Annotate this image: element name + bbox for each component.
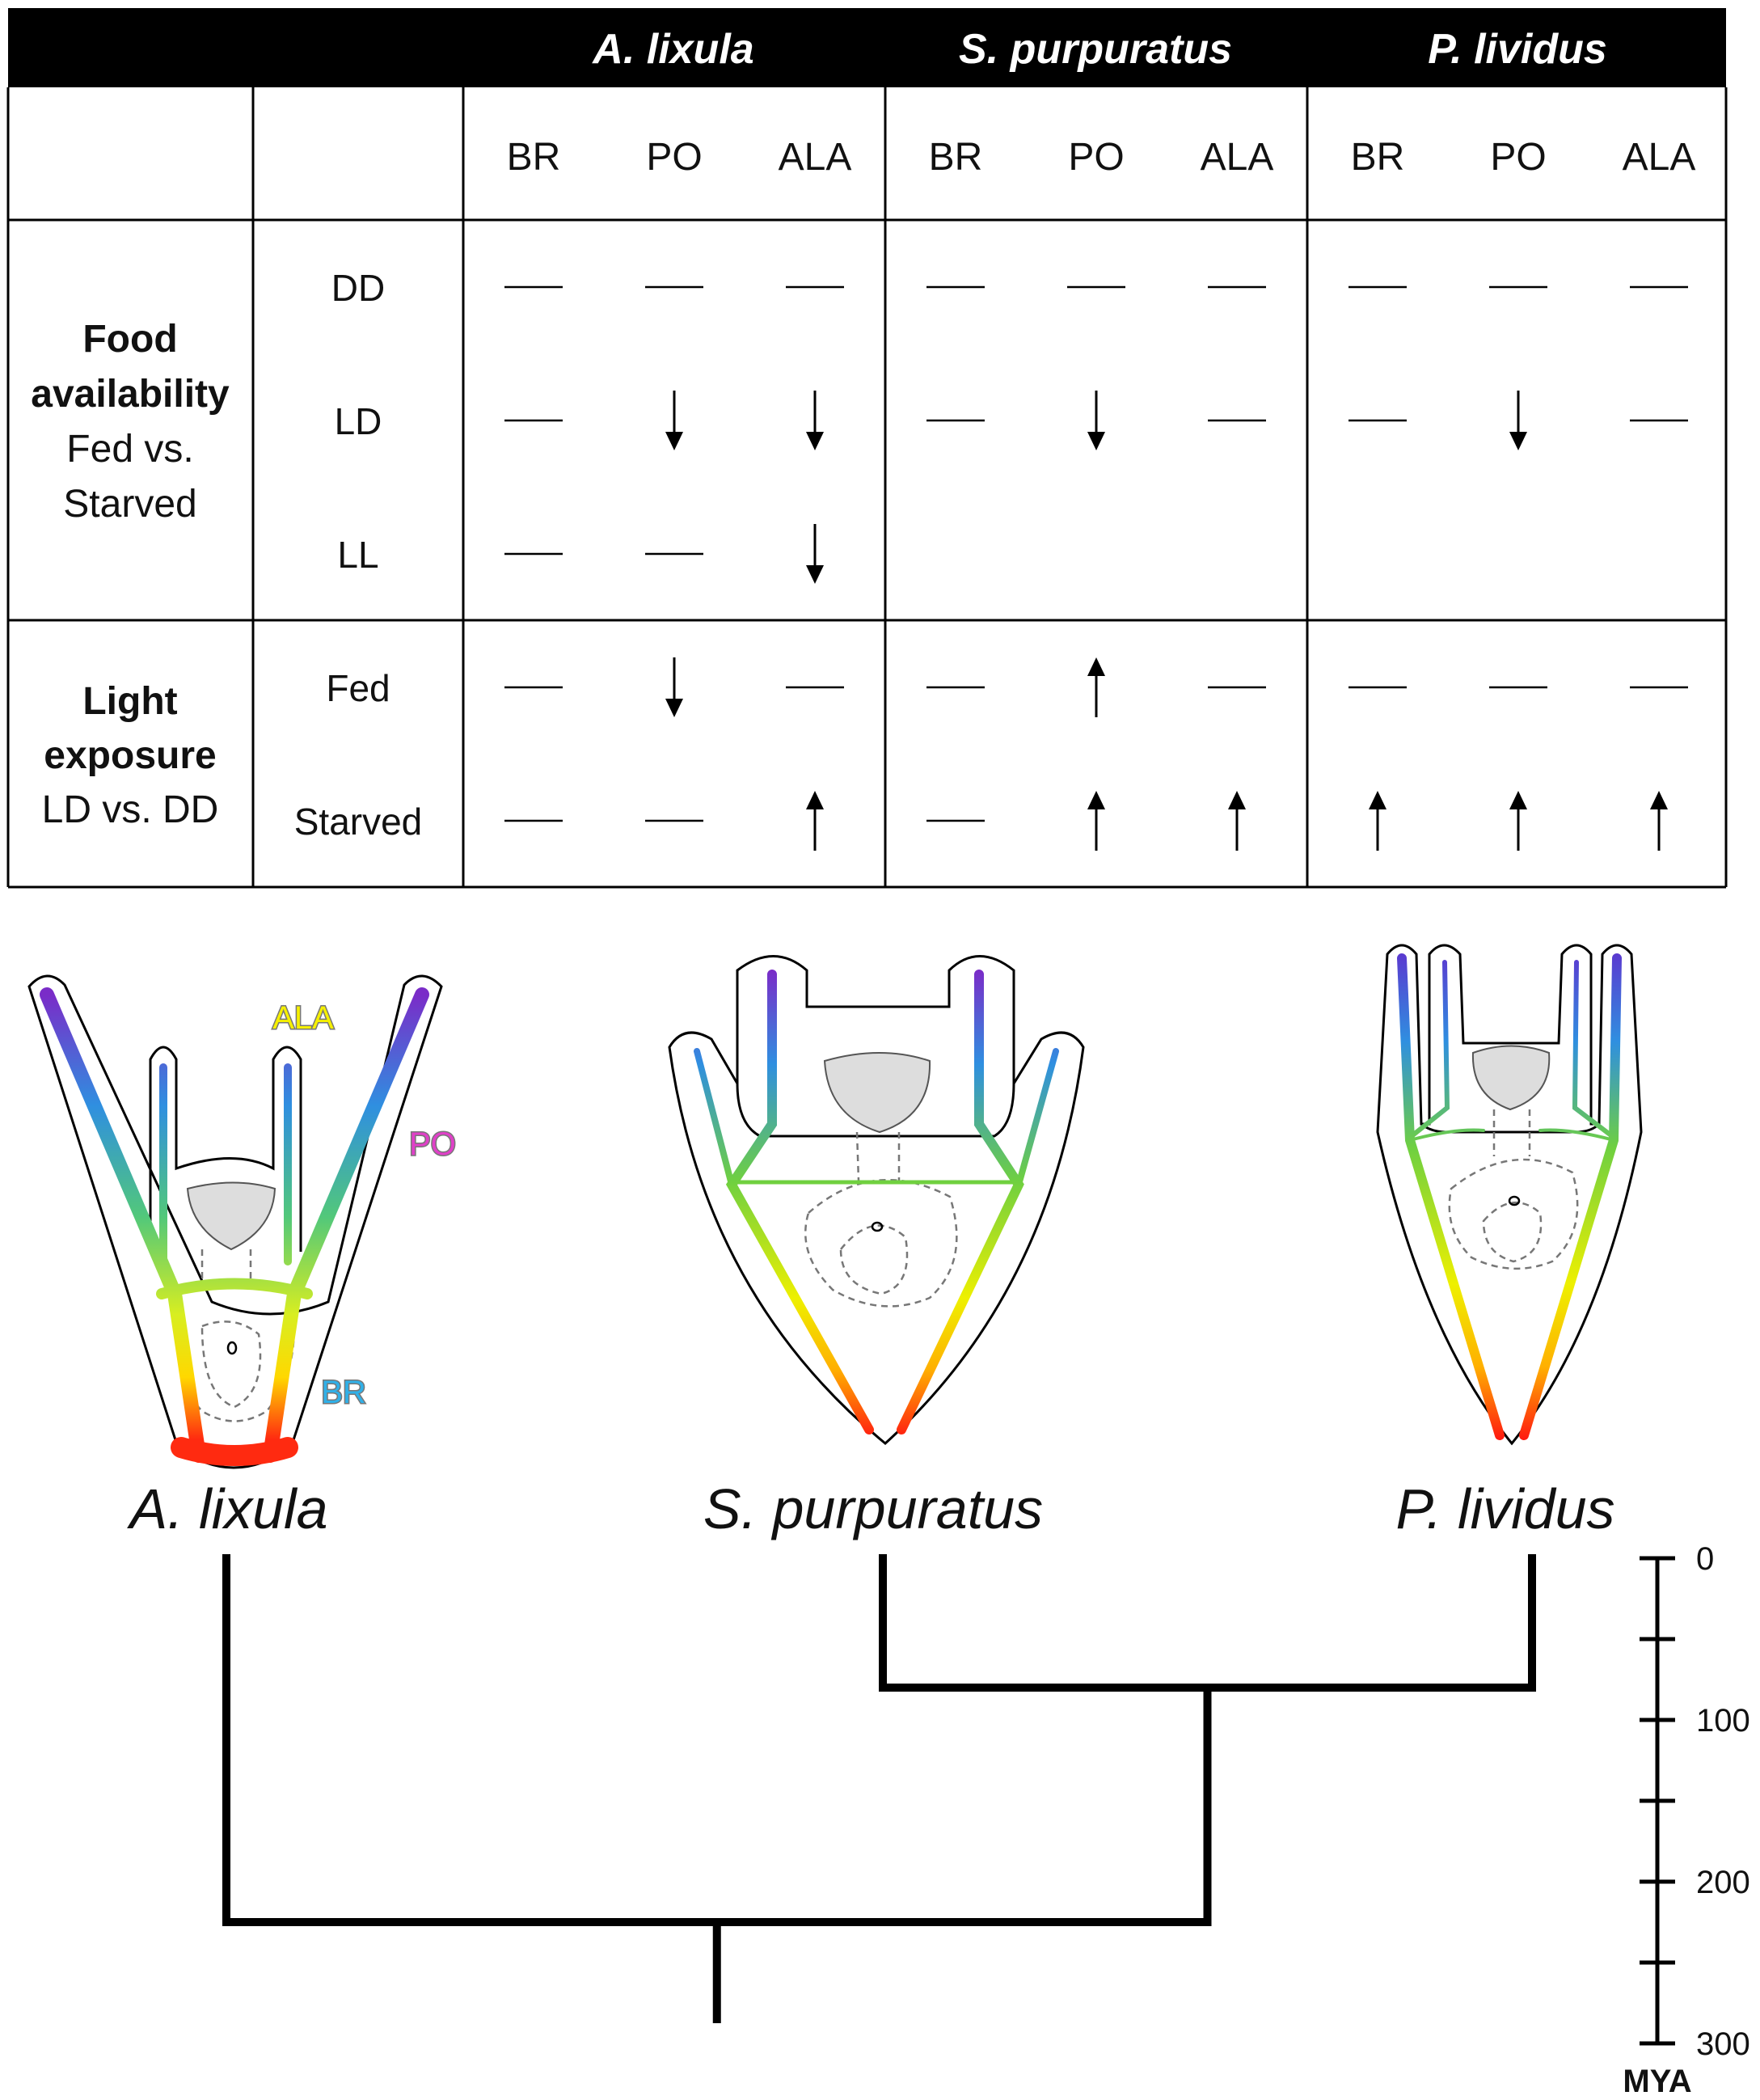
arrow-down-icon	[1509, 391, 1527, 450]
header-a-lixula: A. lixula	[591, 26, 753, 73]
row-label-ld: LD	[335, 400, 382, 442]
larva-outline	[1376, 944, 1643, 1446]
group-title-bold: exposure	[44, 734, 216, 777]
species-name-a-lixula: A. lixula	[126, 1477, 327, 1540]
results-table: A. lixula S. purpuratus P. lividus BR PO…	[6, 8, 1728, 889]
larva-oral-hood	[149, 1046, 302, 1252]
larva-s-purpuratus	[668, 955, 1085, 1445]
larva-gut-outline	[804, 1131, 958, 1308]
larva-stomach	[1471, 1045, 1551, 1111]
larva-p-lividus	[1376, 944, 1643, 1446]
label-ala: ALA	[272, 1000, 334, 1036]
arrow-down-icon	[806, 391, 824, 450]
col-label: BR	[929, 136, 983, 179]
axis-unit-label: MYA	[1623, 2064, 1691, 2099]
arrow-down-icon	[665, 657, 683, 717]
column-labels: BR PO ALA BR PO ALA BR PO ALA	[507, 136, 1696, 179]
col-label: PO	[646, 136, 702, 179]
arrow-up-icon	[806, 791, 824, 851]
larva-gut-outline	[1448, 1109, 1579, 1270]
group-title: LD vs. DD	[42, 788, 219, 831]
label-po: PO	[409, 1126, 456, 1162]
col-label: BR	[1351, 136, 1405, 179]
larva-skeleton	[1397, 953, 1622, 1440]
larva-illustrations: ALA PO BR	[27, 944, 1643, 1540]
larva-oral-hood	[1420, 1122, 1601, 1134]
axis-tick-label: 0	[1696, 1541, 1714, 1577]
group-title: Fed vs.	[66, 428, 193, 471]
col-label: ALA	[1201, 136, 1274, 179]
species-name-s-purpuratus: S. purpuratus	[703, 1477, 1043, 1540]
col-label: BR	[507, 136, 561, 179]
larva-oral-hood	[736, 1083, 1015, 1138]
arrow-up-icon	[1509, 791, 1527, 851]
row-label-fed: Fed	[326, 667, 390, 709]
larva-a-lixula	[27, 974, 443, 1469]
col-label: PO	[1490, 136, 1546, 179]
table-header-bar	[8, 8, 1726, 87]
group-title-bold: Light	[82, 680, 177, 723]
group-title-bold: Food	[82, 318, 177, 361]
larva-outline	[27, 974, 443, 1469]
arrow-up-icon	[1228, 791, 1246, 851]
arrow-up-icon	[1369, 791, 1386, 851]
group-light-exposure: Light exposure LD vs. DD Fed Starved	[42, 667, 423, 843]
arrow-down-icon	[665, 391, 683, 450]
table-grid	[6, 87, 1728, 889]
row-label-dd: DD	[331, 267, 385, 309]
group-title: Starved	[63, 483, 196, 526]
larva-skeleton	[40, 987, 429, 1466]
larva-stomach	[186, 1181, 276, 1251]
col-label: PO	[1068, 136, 1124, 179]
species-name-p-lividus: P. lividus	[1395, 1477, 1614, 1540]
row-label-starved: Starved	[294, 801, 423, 843]
group-title-bold: availability	[31, 373, 230, 416]
phylogenetic-tree	[222, 1554, 1536, 2023]
arrow-up-icon	[1650, 791, 1668, 851]
header-p-lividus: P. lividus	[1428, 26, 1607, 73]
header-s-purpuratus: S. purpuratus	[959, 26, 1232, 73]
row-label-ll: LL	[337, 534, 378, 576]
arrow-down-icon	[1087, 391, 1105, 450]
axis-tick-label: 100	[1696, 1703, 1750, 1739]
label-br: BR	[321, 1375, 366, 1410]
larva-stomach	[823, 1052, 931, 1134]
larva-pore	[226, 1341, 238, 1355]
larva-pore	[1508, 1195, 1521, 1206]
col-label: ALA	[779, 136, 852, 179]
larva-outline	[668, 955, 1085, 1445]
axis-tick-label: 200	[1696, 1865, 1750, 1900]
arrow-up-icon	[1087, 657, 1105, 717]
group-food-availability: Food availability Fed vs. Starved DD LD …	[31, 267, 385, 576]
larva-skeleton	[694, 970, 1059, 1435]
arrow-up-icon	[1087, 791, 1105, 851]
axis-tick-label: 300	[1696, 2026, 1750, 2062]
col-label: ALA	[1623, 136, 1696, 179]
table-cells	[504, 285, 1688, 851]
arrow-down-icon	[806, 524, 824, 584]
larva-pore	[871, 1221, 884, 1232]
